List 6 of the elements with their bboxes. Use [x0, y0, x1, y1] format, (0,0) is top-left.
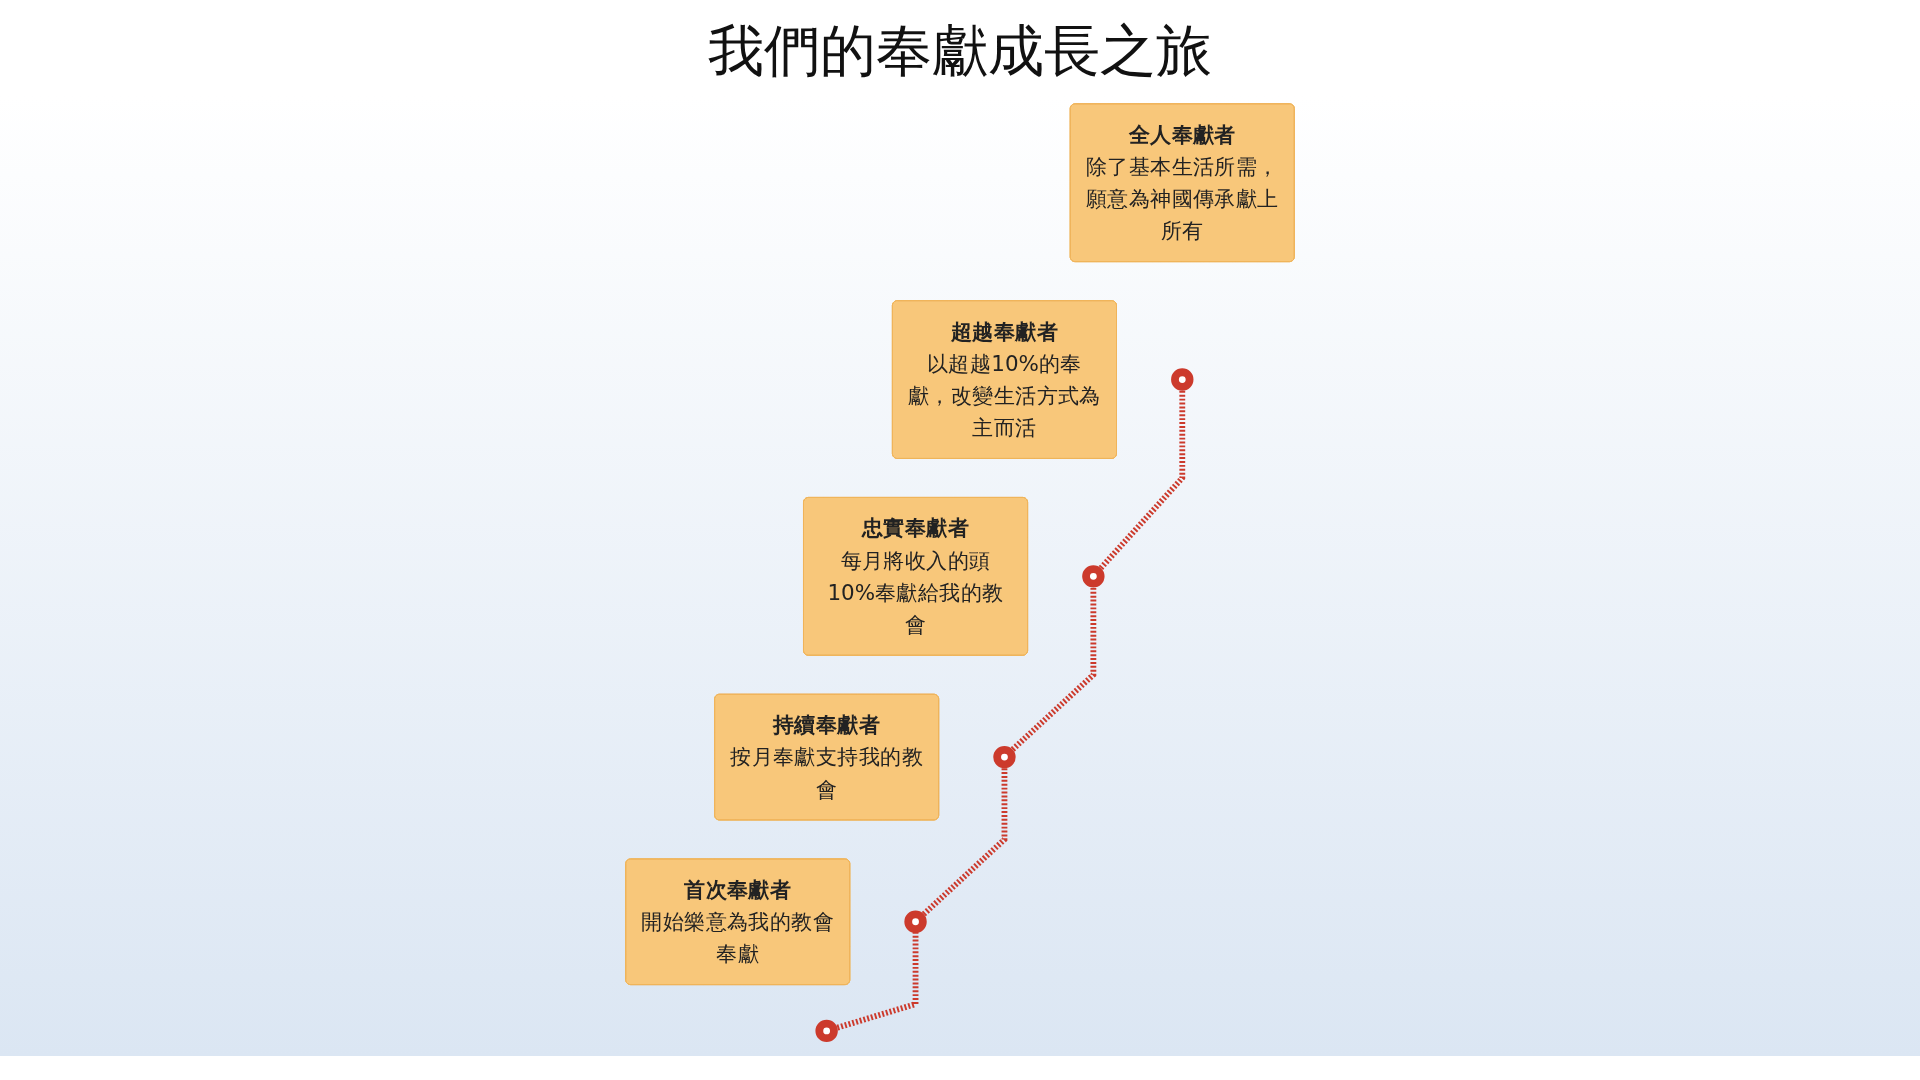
title: 我們的奉獻成長之旅: [707, 17, 1213, 85]
node-circle: [904, 910, 927, 933]
node-circle: [993, 745, 1016, 769]
node-circle: [1082, 565, 1105, 588]
node-circle: [1171, 368, 1194, 391]
node-circle: [815, 1019, 838, 1043]
